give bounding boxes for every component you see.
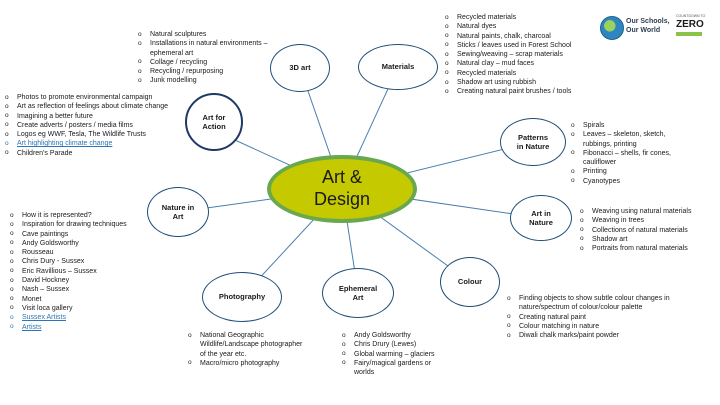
list-item: Creating natural paint	[505, 312, 710, 322]
central-topic-node[interactable]: Art & Design	[267, 155, 417, 223]
list-item: Shadow art using rubbish	[443, 78, 603, 88]
list-item: Sewing/weaving – scrap materials	[443, 50, 603, 60]
list-item: Shadow art	[578, 234, 718, 244]
list-item: Art as reflection of feelings about clim…	[3, 102, 181, 112]
list-item: Installations in natural environments – …	[136, 39, 296, 58]
node-materials[interactable]: Materials	[358, 44, 438, 90]
list-3d-art: Natural sculptures Installations in natu…	[136, 29, 296, 86]
list-item: Monet	[8, 294, 138, 304]
list-colour: Finding objects to show subtle colour ch…	[505, 294, 710, 341]
list-item: Diwali chalk marks/paint powder	[505, 331, 710, 341]
node-nature-in-art-line1: Nature in	[161, 202, 195, 212]
list-item: Nash – Sussex	[8, 285, 138, 295]
node-nature-in-art-line2: Art	[172, 212, 184, 221]
node-art-in-nature[interactable]: Art in Nature	[510, 195, 572, 241]
list-patterns-in-nature: Spirals Leaves – skeleton, sketch, rubbi…	[569, 120, 689, 186]
logo-line2: Our World	[626, 27, 661, 34]
our-schools-our-world-logo: Our Schools, Our World COUNTDOWN TO ZERO	[600, 14, 706, 48]
list-item: Andy Goldsworthy	[340, 330, 446, 340]
list-item: How it is represented?	[8, 210, 138, 220]
node-3d-art-label: 3D art	[289, 63, 311, 73]
list-item: Natural dyes	[443, 22, 603, 32]
list-item: Logos eg WWF, Tesla, The Wildlife Trusts	[3, 130, 181, 140]
countdown-label: COUNTDOWN TO	[676, 14, 706, 18]
central-topic-line1: Art &	[321, 167, 362, 188]
list-item: Create adverts / posters / media films	[3, 120, 181, 130]
list-item: Weaving using natural materials	[578, 206, 718, 216]
zero-badge-bar	[676, 32, 702, 36]
node-colour[interactable]: Colour	[440, 257, 500, 307]
logo-line1: Our Schools,	[626, 18, 670, 25]
list-item: Weaving in trees	[578, 216, 718, 226]
node-art-for-action[interactable]: Art for Action	[185, 93, 243, 151]
list-item: Rousseau	[8, 248, 138, 258]
list-item: Macro/micro photography	[186, 358, 304, 368]
list-item: Collections of natural materials	[578, 225, 718, 235]
list-item: Portraits from natural materials	[578, 244, 718, 254]
list-nature-in-art: How it is represented? Inspiration for d…	[8, 210, 138, 332]
globe-icon	[600, 16, 624, 40]
node-art-for-action-line2: Action	[202, 122, 226, 131]
list-photography: National Geographic Wildlife/Landscape p…	[186, 331, 304, 368]
list-item: Chris Drury (Lewes)	[340, 340, 446, 350]
node-patterns-line1: Patterns	[517, 132, 548, 142]
list-item: Colour matching in nature	[505, 321, 710, 331]
node-ephemeral-line2: Art	[352, 293, 364, 302]
node-art-for-action-line1: Art for	[202, 112, 226, 122]
list-item: Collage / recycling	[136, 57, 296, 67]
list-art-for-action: Photos to promote environmental campaign…	[3, 92, 181, 158]
list-item: Imagining a better future	[3, 111, 181, 121]
logo-text: Our Schools, Our World	[626, 17, 670, 35]
list-item: Andy Goldsworthy	[8, 238, 138, 248]
list-materials: Recycled materials Natural dyes Natural …	[443, 12, 603, 97]
central-topic-line2: Design	[313, 189, 371, 209]
node-art-in-nature-line1: Art in	[531, 208, 551, 218]
link-art-highlighting-climate-change[interactable]: Art highlighting climate change	[3, 139, 181, 149]
node-materials-label: Materials	[381, 62, 415, 72]
list-item: Natural sculptures	[136, 29, 296, 39]
list-ephemeral-art: Andy Goldsworthy Chris Drury (Lewes) Glo…	[340, 330, 446, 378]
node-ephemeral-line1: Ephemeral	[338, 283, 378, 293]
list-art-in-nature: Weaving using natural materials Weaving …	[578, 206, 718, 254]
list-item: Recycled materials	[443, 12, 603, 22]
list-item: Finding objects to show subtle colour ch…	[505, 294, 710, 313]
list-item: Cyanotypes	[569, 176, 689, 186]
node-photography[interactable]: Photography	[202, 272, 282, 322]
node-nature-in-art[interactable]: Nature in Art	[147, 187, 209, 237]
list-item: Visit loca gallery	[8, 303, 138, 313]
list-item: David Hockney	[8, 276, 138, 286]
zero-badge: ZERO	[676, 19, 704, 30]
list-item: Printing	[569, 167, 689, 177]
node-patterns-in-nature[interactable]: Patterns in Nature	[500, 118, 566, 166]
list-item: Natural clay – mud faces	[443, 59, 603, 69]
list-item: Cave paintings	[8, 229, 138, 239]
list-item: Chris Dury - Sussex	[8, 257, 138, 267]
list-item: Junk modelling	[136, 76, 296, 86]
node-art-in-nature-line2: Nature	[529, 218, 553, 227]
list-item: Global warming – glaciers	[340, 349, 446, 359]
node-colour-label: Colour	[457, 277, 483, 287]
list-item: Fibonacci – shells, fir cones, cauliflow…	[569, 148, 689, 168]
list-item: Creating natural paint brushes / tools	[443, 87, 603, 97]
list-item: Inspiration for drawing techniques	[8, 220, 138, 230]
list-item: National Geographic Wildlife/Landscape p…	[186, 331, 304, 359]
link-sussex-artists[interactable]: Sussex Artists	[8, 313, 138, 323]
list-item: Photos to promote environmental campaign	[3, 92, 181, 102]
list-item: Fairy/magical gardens or worlds	[340, 358, 446, 378]
node-patterns-line2: in Nature	[516, 142, 550, 151]
list-item: Children's Parade	[3, 148, 181, 158]
link-artists[interactable]: Artists	[8, 322, 138, 332]
list-item: Recycling / repurposing	[136, 67, 296, 77]
node-photography-label: Photography	[218, 292, 266, 302]
list-item: Recycled materials	[443, 68, 603, 78]
list-item: Leaves – skeleton, sketch, rubbings, pri…	[569, 130, 689, 149]
node-ephemeral-art[interactable]: Ephemeral Art	[322, 268, 394, 318]
list-item: Natural paints, chalk, charcoal	[443, 31, 603, 41]
list-item: Eric Ravillious – Sussex	[8, 266, 138, 276]
list-item: Spirals	[569, 120, 689, 130]
list-item: Sticks / leaves used in Forest School	[443, 40, 603, 50]
